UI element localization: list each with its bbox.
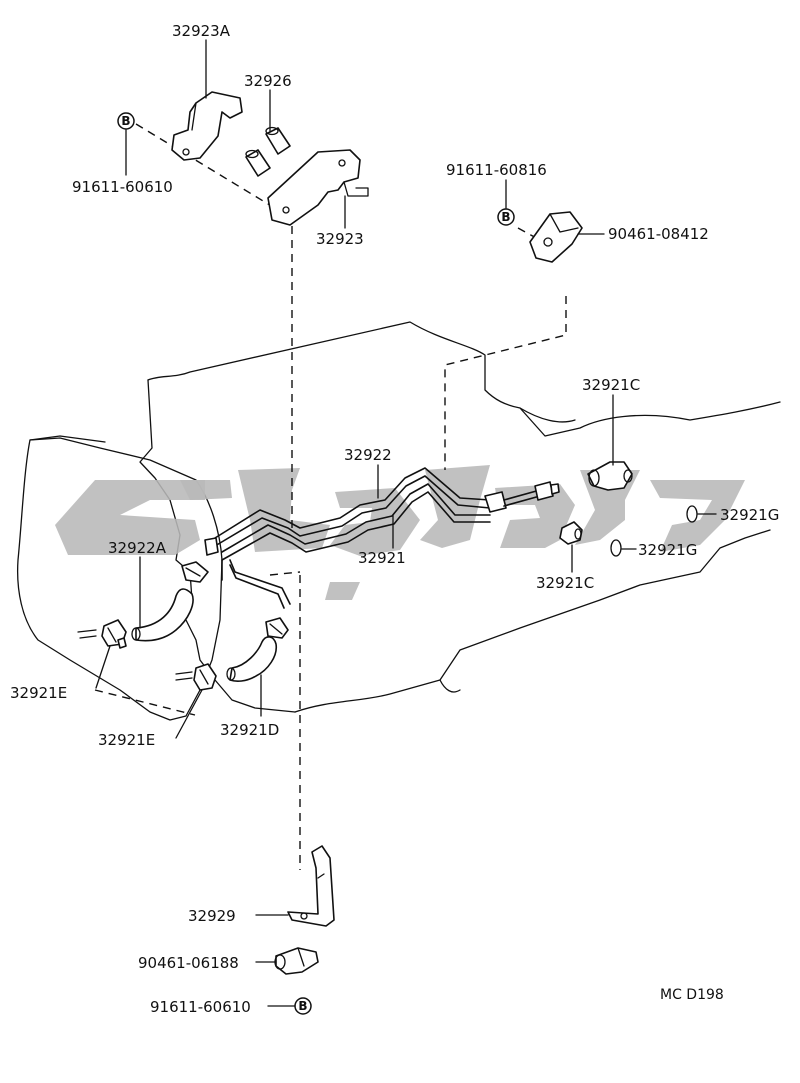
- svg-text:B: B: [501, 210, 510, 224]
- pipe-32921: [221, 483, 491, 609]
- clamp-90461-08412: [529, 211, 583, 263]
- label-32922A: 32922A: [108, 539, 167, 557]
- label-32921C-lower: 32921C: [536, 574, 594, 592]
- clip-lower: [265, 617, 289, 639]
- engine-block-outline: [16, 435, 223, 721]
- bracket-32923A: [171, 91, 243, 161]
- clamp-90461-06188: [274, 947, 319, 975]
- label-32921: 32921: [358, 549, 406, 567]
- bracket-32929: [287, 845, 335, 927]
- bolt-marker-bottom: B: [294, 997, 312, 1015]
- part-labels: 32923A 32926 91611-60610 32923 91611-608…: [10, 22, 779, 1016]
- union-32921C-upper: [587, 461, 633, 491]
- label-32921G-right: 32921G: [720, 506, 779, 524]
- assembly-guide-lines: [94, 123, 567, 870]
- svg-text:B: B: [298, 999, 307, 1013]
- figure-code: MC D198: [660, 987, 724, 1003]
- hose-32922A: [131, 588, 194, 642]
- label-91611-60610-bottom: 91611-60610: [150, 998, 251, 1016]
- bolt-marker-top-right: B: [497, 208, 515, 226]
- label-32921D: 32921D: [220, 721, 279, 739]
- bolt-marker-top-left: B: [117, 112, 135, 130]
- leader-lines: [95, 39, 717, 1007]
- label-32923A: 32923A: [172, 22, 231, 40]
- label-32922: 32922: [344, 446, 392, 464]
- label-91611-60610-top: 91611-60610: [72, 178, 173, 196]
- svg-text:B: B: [121, 114, 130, 128]
- transmission-case-outline: [139, 321, 781, 713]
- label-32921E-mid: 32921E: [98, 731, 155, 749]
- watermark-graphic: [55, 465, 745, 600]
- pipe-32922: [214, 467, 491, 547]
- label-91611-60816: 91611-60816: [446, 161, 547, 179]
- clip-upper: [181, 561, 209, 583]
- o-ring-32921G-right: [686, 505, 698, 523]
- label-32921G-left: 32921G: [638, 541, 697, 559]
- label-90461-08412: 90461-08412: [608, 225, 709, 243]
- hose-clip-32921E-left: [77, 619, 127, 649]
- pipe-fittings: [204, 481, 560, 556]
- label-90461-06188: 90461-06188: [138, 954, 239, 972]
- label-32926: 32926: [244, 72, 292, 90]
- o-ring-32921G-left: [610, 539, 622, 557]
- union-32921C-lower: [559, 521, 583, 545]
- label-32921E-left: 32921E: [10, 684, 67, 702]
- hose-clip-32921E-mid: [175, 663, 217, 691]
- hose-32921D: [226, 636, 278, 682]
- label-32923: 32923: [316, 230, 364, 248]
- label-32929: 32929: [188, 907, 236, 925]
- bracket-32923: [267, 149, 369, 226]
- label-32921C-upper: 32921C: [582, 376, 640, 394]
- collar-32926: [245, 126, 291, 177]
